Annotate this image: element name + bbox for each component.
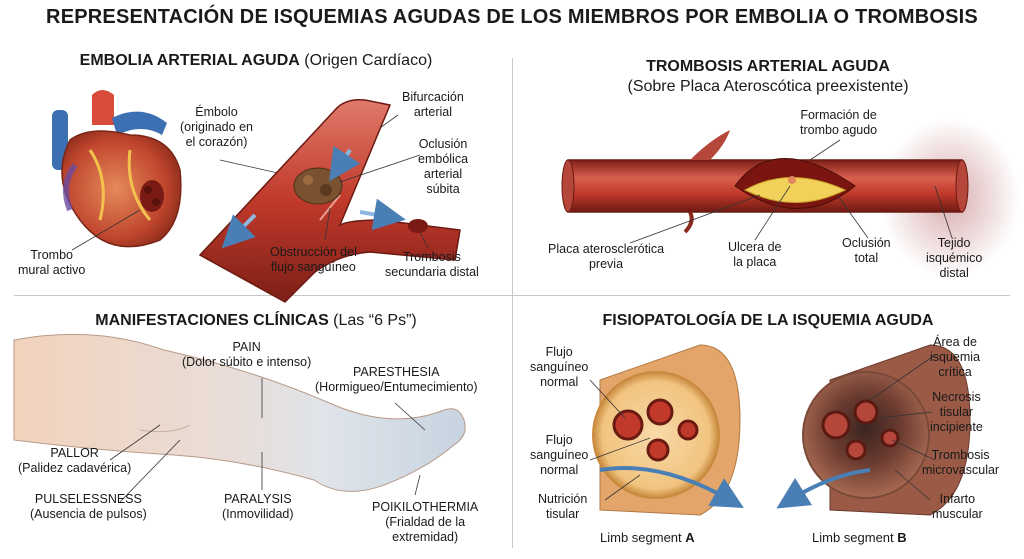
label-bifurcacion: Bifurcación arterial	[402, 90, 464, 119]
label-trombosis-micro: Trombosis microvascular	[922, 448, 1000, 477]
p-pain: PAIN(Dolor súbito e intenso)	[182, 340, 311, 370]
label-trombosis-secundaria: Trombosis secundaria distal	[385, 250, 479, 279]
trombosis-subtitle: (Sobre Placa Ateroscótica preexistente)	[627, 78, 909, 95]
p-paresthesia: PARESTHESIA(Hormigueo/Entumecimiento)	[315, 365, 478, 395]
trombosis-title: TROMBOSIS ARTERIAL AGUDA	[646, 58, 890, 75]
p-pain-desc: (Dolor súbito e intenso)	[182, 355, 312, 369]
p-poikilothermia-desc: (Frialdad de la extremidad)	[385, 515, 466, 544]
label-infarto: Infarto muscular	[932, 492, 983, 521]
label-oclusion-total: Oclusión total	[842, 236, 891, 265]
label-flujo-normal-2: Flujo sanguíneo normal	[530, 433, 589, 477]
vertical-divider	[512, 58, 513, 548]
label-placa: Placa aterosclerótica previa	[548, 242, 665, 271]
segment-a-caption: Limb segment A	[600, 530, 695, 545]
embolia-title: EMBOLIA ARTERIAL AGUDA (Origen Cardíaco)	[79, 52, 433, 69]
horizontal-divider	[14, 295, 1010, 296]
label-formacion-trombo: Formación de trombo agudo	[800, 108, 878, 137]
p-paralysis-desc: (Inmovilidad)	[222, 507, 294, 521]
leg-illustration	[13, 333, 466, 492]
label-trombo-mural: Trombo mural activo	[18, 248, 86, 277]
bifurcation-illustration	[198, 98, 461, 303]
label-necrosis: Necrosis tisular incipiente	[930, 390, 983, 434]
label-oclusion-embolica: Oclusión embólica arterial súbita	[418, 137, 469, 196]
p-poikilothermia-name: POIKILOTHERMIA	[372, 500, 479, 514]
p-pallor: PALLOR(Palidez cadavérica)	[18, 446, 131, 476]
p-paralysis-name: PARALYSIS	[223, 492, 292, 506]
label-obstruccion: Obstrucción del flujo sanguíneo	[270, 245, 357, 274]
p-paresthesia-name: PARESTHESIA	[352, 365, 440, 379]
label-ulcera: Ulcera de la placa	[728, 240, 782, 269]
p-paralysis: PARALYSIS(Inmovilidad)	[222, 492, 294, 522]
thrombosis-artery-illustration	[561, 118, 1020, 278]
label-embolo: Émbolo (originado en el corazón)	[180, 105, 253, 149]
limb-segment-a-illustration	[592, 344, 744, 516]
label-area-isquemia: Área de isquemia crítica	[930, 335, 981, 379]
label-flujo-normal-1: Flujo sanguíneo normal	[530, 345, 589, 389]
p-poikilothermia: POIKILOTHERMIA(Frialdad de la extremidad…	[372, 500, 478, 545]
fisiopatologia-title: FISIOPATOLOGÍA DE LA ISQUEMIA AGUDA	[602, 312, 934, 329]
segment-b-caption: Limb segment B	[812, 530, 907, 545]
p-pulselessness: PULSELESSNESS(Ausencia de pulsos)	[30, 492, 147, 522]
p-paresthesia-desc: (Hormigueo/Entumecimiento)	[315, 380, 478, 394]
heart-illustration	[52, 90, 182, 248]
limb-segment-b-illustration	[776, 344, 971, 516]
manifestaciones-title: MANIFESTACIONES CLÍNICAS (Las “6 Ps”)	[95, 312, 417, 329]
p-pulselessness-desc: (Ausencia de pulsos)	[30, 507, 147, 521]
p-pallor-name: PALLOR	[50, 446, 99, 460]
p-pallor-desc: (Palidez cadavérica)	[18, 461, 132, 475]
main-title: REPRESENTACIÓN DE ISQUEMIAS AGUDAS DE LO…	[46, 6, 978, 28]
p-pain-name: PAIN	[232, 340, 261, 354]
label-tejido-isquemico: Tejido isquémico distal	[926, 236, 983, 280]
p-pulselessness-name: PULSELESSNESS	[34, 492, 142, 506]
label-nutricion: Nutrición tisular	[538, 492, 588, 521]
